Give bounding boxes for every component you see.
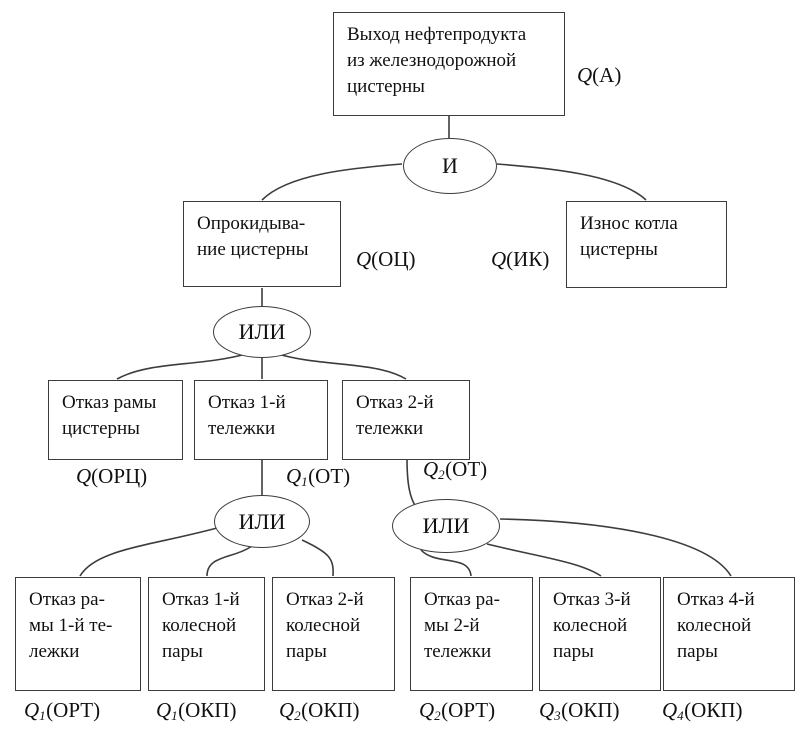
event-box-wheelset1: Отказ 1-й колесной пары (148, 577, 265, 691)
q-argument: (ОРТ) (46, 698, 101, 722)
q-subscript: 2 (438, 466, 446, 482)
q-argument: (ОРТ) (441, 698, 496, 722)
q-symbol: Q (539, 698, 555, 722)
prob-label-q1-okp: Q1(ОКП) (156, 698, 237, 724)
event-box-boiler-wear: Износ котла цистерны (566, 201, 727, 288)
q-argument: (ОКП) (178, 698, 237, 722)
gate-or-left-label: ИЛИ (238, 508, 286, 534)
gate-or-mid: ИЛИ (213, 306, 311, 358)
connector-orright-to-wheelset4 (499, 518, 732, 577)
gate-or-mid-label: ИЛИ (238, 319, 286, 344)
q-symbol: Q (356, 247, 372, 271)
gate-or-right: ИЛИ (392, 499, 500, 553)
event-box-bogie2-frame: Отказ ра- мы 2-й тележки (410, 577, 533, 691)
q-argument: (ОЦ) (371, 247, 416, 271)
q-argument: (ОКП) (301, 698, 360, 722)
q-subscript: 2 (294, 707, 302, 723)
event-box-wheelset4: Отказ 4-й колесной пары (663, 577, 795, 691)
event-box-wheelset3: Отказ 3-й колесной пары (539, 577, 661, 691)
q-symbol: Q (662, 698, 678, 722)
connector-orleft-to-wheelset2 (301, 539, 334, 577)
prob-label-q-a: Q(А) (577, 63, 621, 89)
gate-or-left: ИЛИ (214, 495, 310, 548)
prob-label-q2-ort: Q2(ОРТ) (419, 698, 495, 724)
q-subscript: 1 (171, 707, 179, 723)
q-argument: (ИК) (506, 247, 550, 271)
prob-label-q1-ot: Q1(ОТ) (286, 464, 350, 490)
q-subscript: 2 (434, 707, 442, 723)
event-box-overturn: Опрокидыва- ние цистерны (183, 201, 341, 287)
q-subscript: 3 (554, 707, 562, 723)
q-symbol: Q (279, 698, 295, 722)
prob-label-q4-okp: Q4(ОКП) (662, 698, 743, 724)
event-box-wheelset2: Отказ 2-й колесной пары (272, 577, 395, 691)
event-box-tank-frame: Отказ рамы цистерны (48, 380, 183, 460)
event-box-bogie1: Отказ 1-й тележки (194, 380, 328, 460)
event-box-top: Выход нефтепродукта из железнодорожной ц… (333, 12, 565, 116)
connector-orright-to-bogie2-frame (420, 549, 472, 577)
q-argument: (ОТ) (308, 464, 351, 488)
connector-and-to-boiler-wear (496, 163, 647, 201)
connector-orright-to-wheelset3 (486, 543, 602, 577)
q-symbol: Q (491, 247, 507, 271)
connector-bogie2-to-or-right (406, 457, 417, 508)
prob-label-q2-okp: Q2(ОКП) (279, 698, 360, 724)
q-argument: (ОТ) (445, 457, 488, 481)
q-subscript: 1 (301, 473, 309, 489)
q-argument: (ОКП) (684, 698, 743, 722)
q-symbol: Q (577, 63, 593, 87)
connector-orleft-to-bogie1-frame (79, 527, 218, 577)
q-symbol: Q (24, 698, 40, 722)
q-argument: (ОРЦ) (91, 464, 148, 488)
q-argument: (А) (592, 63, 622, 87)
prob-label-q-ik: Q(ИК) (491, 247, 549, 273)
q-symbol: Q (419, 698, 435, 722)
prob-label-q2-ot: Q2(ОТ) (423, 457, 487, 483)
q-symbol: Q (156, 698, 172, 722)
gate-or-right-label: ИЛИ (422, 513, 470, 538)
gate-and: И (403, 138, 497, 194)
gate-and-label: И (442, 153, 458, 178)
prob-label-q-orc: Q(ОРЦ) (76, 464, 147, 490)
q-symbol: Q (286, 464, 302, 488)
q-symbol: Q (76, 464, 92, 488)
prob-label-q1-ort: Q1(ОРТ) (24, 698, 100, 724)
q-symbol: Q (423, 457, 439, 481)
connector-and-to-overturn (261, 163, 403, 201)
prob-label-q-oc: Q(ОЦ) (356, 247, 416, 273)
connector-orleft-to-wheelset1 (206, 545, 253, 577)
event-box-bogie1-frame: Отказ ра- мы 1-й те- лежки (15, 577, 141, 691)
q-subscript: 1 (39, 707, 47, 723)
event-box-bogie2: Отказ 2-й тележки (342, 380, 470, 460)
q-subscript: 4 (677, 707, 685, 723)
prob-label-q3-okp: Q3(ОКП) (539, 698, 620, 724)
q-argument: (ОКП) (561, 698, 620, 722)
connector-or-to-tank-frame (116, 353, 247, 380)
connector-or-to-bogie2 (277, 353, 407, 380)
